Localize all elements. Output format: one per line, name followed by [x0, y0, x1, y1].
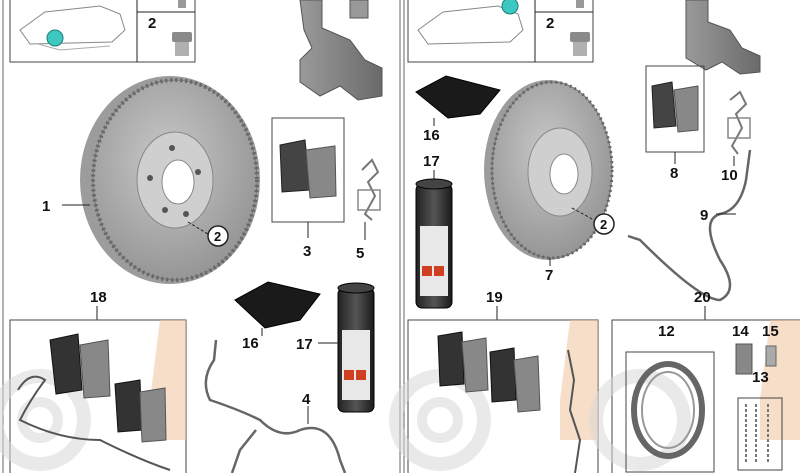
- label-spring: 5: [356, 245, 364, 262]
- parking-brake-kit[interactable]: 20 12 14 15 13: [589, 289, 800, 473]
- brake-disc-right[interactable]: 2 7: [484, 80, 615, 284]
- label-disc-right: 7: [545, 267, 553, 284]
- bolt-part[interactable]: 2: [148, 0, 192, 56]
- spray-can-left[interactable]: 17: [296, 282, 375, 413]
- label-pad-kit: 3: [303, 243, 311, 260]
- caliper-carrier-part[interactable]: [299, 0, 383, 101]
- wear-sensor-right[interactable]: 9: [627, 149, 752, 302]
- spring-part-left[interactable]: 5: [356, 158, 381, 262]
- grease-packet-left[interactable]: 16: [234, 281, 321, 352]
- label-sensor-right: 9: [700, 207, 708, 224]
- left-panel: 2 2 1: [0, 0, 383, 473]
- callout-bolt-left: 2: [214, 229, 221, 244]
- spring-part-right[interactable]: 10: [721, 90, 751, 184]
- label-parking-brake-kit: 20: [694, 289, 711, 306]
- label-bolt-right: 2: [546, 15, 554, 32]
- caliper-carrier-right[interactable]: [685, 0, 761, 75]
- position-marker-icon: [501, 0, 519, 15]
- callout-circle-right: [593, 213, 615, 235]
- right-panel: 2 16 17 2 7: [389, 0, 800, 473]
- spray-can-right[interactable]: 17: [415, 153, 453, 309]
- car-thumbnail-left[interactable]: [9, 0, 196, 63]
- label-sensor: 4: [302, 391, 311, 408]
- label-spray: 17: [296, 336, 313, 353]
- car-thumbnail-right[interactable]: [407, 0, 594, 63]
- label-grease: 16: [242, 335, 259, 352]
- grease-packet-right[interactable]: 16: [415, 75, 501, 144]
- label-pin: 15: [762, 323, 779, 340]
- callout-circle-left: [207, 225, 229, 247]
- label-spring-set: 13: [752, 369, 769, 386]
- brake-shoe-part[interactable]: 12: [625, 323, 715, 473]
- label-repair-kit-right: 19: [486, 289, 503, 306]
- label-pad-kit-right: 8: [670, 165, 678, 182]
- repair-kit-left[interactable]: 18: [0, 289, 187, 473]
- label-disc: 1: [42, 198, 50, 215]
- label-bolt: 2: [148, 15, 156, 32]
- pad-kit-right[interactable]: 8: [645, 65, 705, 182]
- spring-set-part[interactable]: 13: [737, 369, 783, 471]
- repair-kit-right[interactable]: 19: [389, 289, 599, 473]
- position-marker-icon: [46, 29, 64, 47]
- wear-sensor-left[interactable]: 4: [204, 339, 347, 473]
- label-shoe: 12: [658, 323, 675, 340]
- bolt-part-right[interactable]: 2: [546, 0, 590, 56]
- label-spring-right: 10: [721, 167, 738, 184]
- brake-disc-left[interactable]: 2 1: [42, 76, 260, 284]
- label-grease-right: 16: [423, 127, 440, 144]
- pad-kit-left[interactable]: 3: [271, 117, 345, 260]
- label-spray-right: 17: [423, 153, 440, 170]
- callout-bolt-right: 2: [600, 217, 607, 232]
- pin-part[interactable]: 15: [762, 323, 779, 367]
- label-adjuster: 14: [732, 323, 749, 340]
- label-repair-kit: 18: [90, 289, 107, 306]
- adjuster-part[interactable]: 14: [732, 323, 753, 375]
